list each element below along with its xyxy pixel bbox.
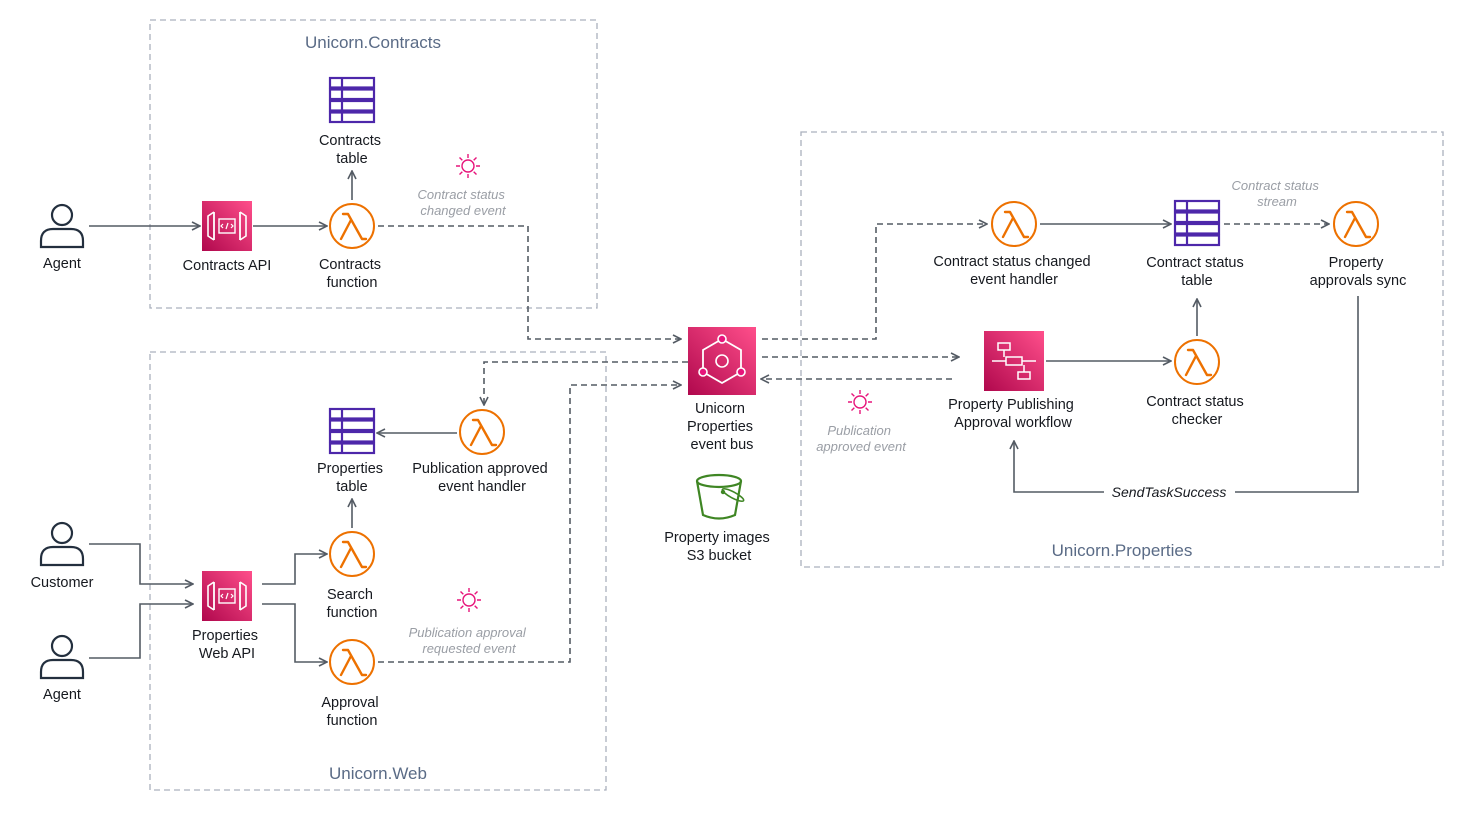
web-api-to-search-arrow bbox=[262, 554, 326, 585]
bus-to-changed-handler-arrow bbox=[762, 224, 986, 340]
web-group-title: Unicorn.Web bbox=[329, 764, 427, 783]
lambda-icon bbox=[328, 530, 376, 578]
dynamodb-table-icon bbox=[328, 407, 376, 455]
approval-function-label: Approval function bbox=[321, 695, 382, 729]
properties-web-api-label: Properties Web API bbox=[192, 628, 262, 662]
contract-status-changed-event-label: Contract status changed event bbox=[417, 187, 508, 218]
dynamodb-table-icon bbox=[328, 76, 376, 124]
contract-status-checker-label: Contract status checker bbox=[1146, 394, 1248, 428]
contracts-api-label: Contracts API bbox=[183, 258, 272, 274]
agent-user-icon bbox=[39, 634, 85, 680]
contract-status-changed-handler-label: Contract status changed event handler bbox=[933, 254, 1094, 288]
lambda-icon bbox=[328, 638, 376, 686]
event-bus-label: Unicorn Properties event bus bbox=[687, 401, 757, 453]
search-function-label: Search function bbox=[327, 587, 378, 621]
bus-to-approved-handler-arrow bbox=[484, 361, 688, 404]
contracts-function-label: Contracts function bbox=[319, 257, 385, 291]
customer-user-icon bbox=[39, 521, 85, 567]
contract-status-stream-label: Contract status stream bbox=[1231, 178, 1322, 209]
contract-status-table-label: Contract status table bbox=[1146, 255, 1248, 289]
approval-workflow-label: Property Publishing Approval workflow bbox=[948, 397, 1078, 431]
send-task-success-label: SendTaskSuccess bbox=[1112, 484, 1227, 500]
agent-bottom-label: Agent bbox=[43, 687, 81, 703]
web-api-to-approval-arrow bbox=[262, 603, 326, 662]
contracts-group-title: Unicorn.Contracts bbox=[305, 33, 441, 52]
api-gateway-icon bbox=[201, 570, 253, 622]
api-gateway-icon bbox=[201, 200, 253, 252]
lambda-icon bbox=[328, 202, 376, 250]
event-icon bbox=[847, 389, 873, 415]
properties-group-title: Unicorn.Properties bbox=[1052, 541, 1193, 560]
contracts-group-box bbox=[149, 19, 598, 309]
event-icon bbox=[456, 587, 482, 613]
sync-to-task-label-line bbox=[1235, 296, 1359, 493]
customer-label: Customer bbox=[31, 575, 94, 591]
lambda-icon bbox=[1332, 200, 1380, 248]
contract-event-to-bus-arrow bbox=[378, 225, 680, 339]
event-icon bbox=[455, 153, 481, 179]
dynamodb-table-icon bbox=[1173, 199, 1221, 247]
approval-event-to-bus-arrow bbox=[378, 385, 680, 663]
lambda-icon bbox=[458, 408, 506, 456]
agent-user-icon bbox=[39, 203, 85, 249]
lambda-icon bbox=[990, 200, 1038, 248]
task-success-to-workflow-arrow bbox=[1014, 442, 1104, 493]
web-group-box bbox=[149, 351, 607, 791]
lambda-icon bbox=[1173, 338, 1221, 386]
property-approvals-sync-label: Property approvals sync bbox=[1310, 255, 1407, 289]
agent-to-web-api-arrow bbox=[89, 604, 192, 659]
publication-approved-handler-label: Publication approved event handler bbox=[412, 461, 551, 495]
customer-to-web-api-arrow bbox=[89, 543, 192, 584]
s3-bucket-icon bbox=[695, 473, 745, 520]
eventbridge-icon bbox=[688, 327, 756, 395]
contracts-table-label: Contracts table bbox=[319, 133, 385, 167]
step-functions-icon bbox=[984, 331, 1044, 391]
publication-approved-event-label: Publication approved event bbox=[816, 423, 907, 454]
properties-table-label: Properties table bbox=[317, 461, 387, 495]
s3-bucket-label: Property images S3 bucket bbox=[664, 530, 774, 564]
agent-top-label: Agent bbox=[43, 256, 81, 272]
properties-group-box bbox=[800, 131, 1444, 568]
publication-approval-requested-event-label: Publication approval requested event bbox=[409, 625, 530, 656]
